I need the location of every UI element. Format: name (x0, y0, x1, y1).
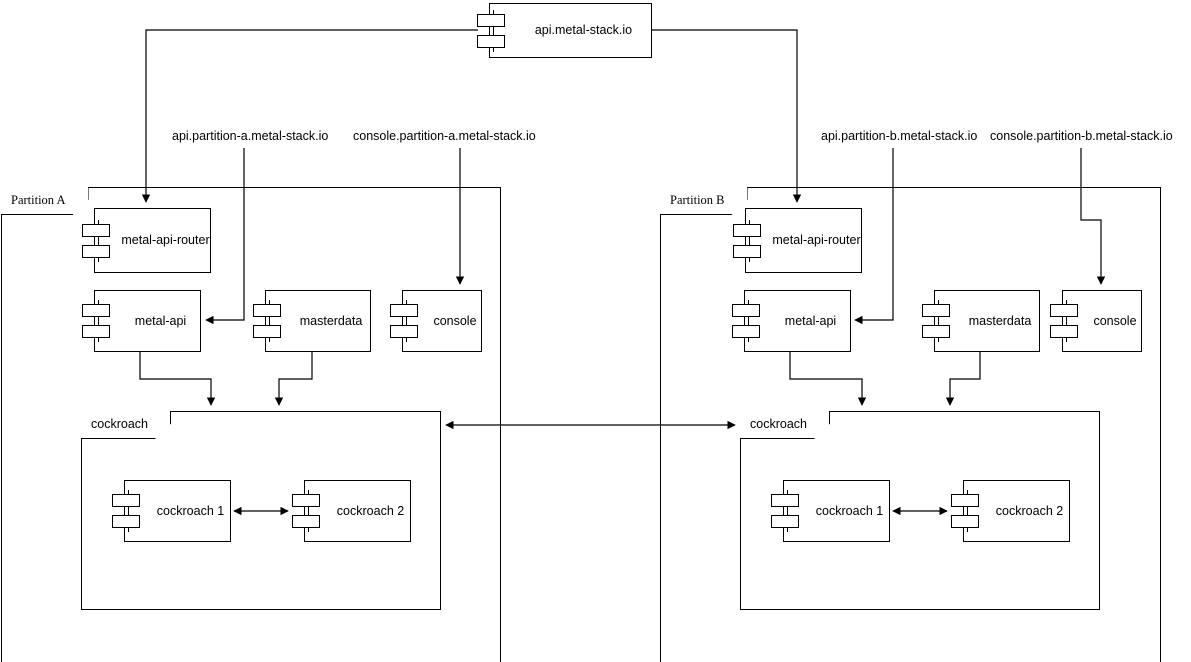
partition-b-container: Partition B (660, 187, 1161, 662)
partition-a-tab: Partition A (1, 187, 89, 215)
uml-component-icon (733, 219, 763, 262)
cockroach-b-label: cockroach (750, 417, 807, 432)
component-label: cockroach 2 (336, 503, 405, 518)
edge-label-api-partition-b: api.partition-b.metal-stack.io (821, 129, 978, 143)
component-api-metal-stack-io[interactable]: api.metal-stack.io (477, 3, 652, 58)
component-cockroach-2-a[interactable]: cockroach 2 (292, 480, 411, 542)
component-label: metal-api-router (121, 233, 210, 248)
partition-a-container: Partition A (1, 187, 501, 662)
uml-component-icon (253, 300, 283, 342)
cockroach-a-label: cockroach (91, 417, 148, 432)
component-label: cockroach 2 (995, 503, 1064, 518)
component-label: cockroach 1 (815, 503, 884, 518)
uml-component-icon (771, 490, 801, 532)
partition-a-label: Partition A (11, 193, 66, 208)
component-console-b[interactable]: console (1050, 290, 1142, 352)
edge-label-console-partition-b: console.partition-b.metal-stack.io (990, 129, 1173, 143)
component-metal-api-b[interactable]: metal-api (732, 290, 851, 352)
uml-component-icon (82, 219, 112, 262)
component-label: api.metal-stack.io (534, 23, 633, 38)
component-label: cockroach 1 (156, 503, 225, 518)
uml-component-icon (477, 9, 507, 52)
component-label: masterdata (299, 313, 363, 328)
component-metal-api-a[interactable]: metal-api (82, 290, 201, 352)
wire-api-to-router-a (141, 29, 478, 203)
uml-component-icon (951, 490, 981, 532)
uml-component-icon (292, 490, 322, 532)
cockroach-a-tab: cockroach (81, 411, 171, 439)
component-console-a[interactable]: console (390, 290, 482, 352)
component-metal-api-router-a[interactable]: metal-api-router (82, 208, 211, 273)
cockroach-b-tab: cockroach (740, 411, 830, 439)
edge-label-console-partition-a: console.partition-a.metal-stack.io (353, 129, 536, 143)
component-label: metal-api (134, 313, 187, 328)
partition-b-tab: Partition B (660, 187, 748, 215)
wire-api-to-router-b (652, 29, 802, 203)
uml-component-icon (922, 300, 952, 342)
partition-b-label: Partition B (670, 193, 725, 208)
component-masterdata-a[interactable]: masterdata (253, 290, 371, 352)
component-label: console (1093, 313, 1137, 328)
uml-component-icon (732, 300, 762, 342)
component-label: metal-api-router (772, 233, 861, 248)
uml-component-icon (112, 490, 142, 532)
component-label: metal-api (784, 313, 837, 328)
cockroach-container-a: cockroach (81, 411, 441, 610)
component-metal-api-router-b[interactable]: metal-api-router (733, 208, 862, 273)
component-cockroach-2-b[interactable]: cockroach 2 (951, 480, 1070, 542)
uml-component-icon (82, 300, 112, 342)
cockroach-container-b: cockroach (740, 411, 1100, 610)
component-cockroach-1-b[interactable]: cockroach 1 (771, 480, 890, 542)
edge-label-api-partition-a: api.partition-a.metal-stack.io (172, 129, 329, 143)
uml-component-icon (1050, 300, 1080, 342)
component-masterdata-b[interactable]: masterdata (922, 290, 1040, 352)
component-label: console (433, 313, 477, 328)
component-label: masterdata (968, 313, 1032, 328)
uml-component-icon (390, 300, 420, 342)
component-cockroach-1-a[interactable]: cockroach 1 (112, 480, 231, 542)
